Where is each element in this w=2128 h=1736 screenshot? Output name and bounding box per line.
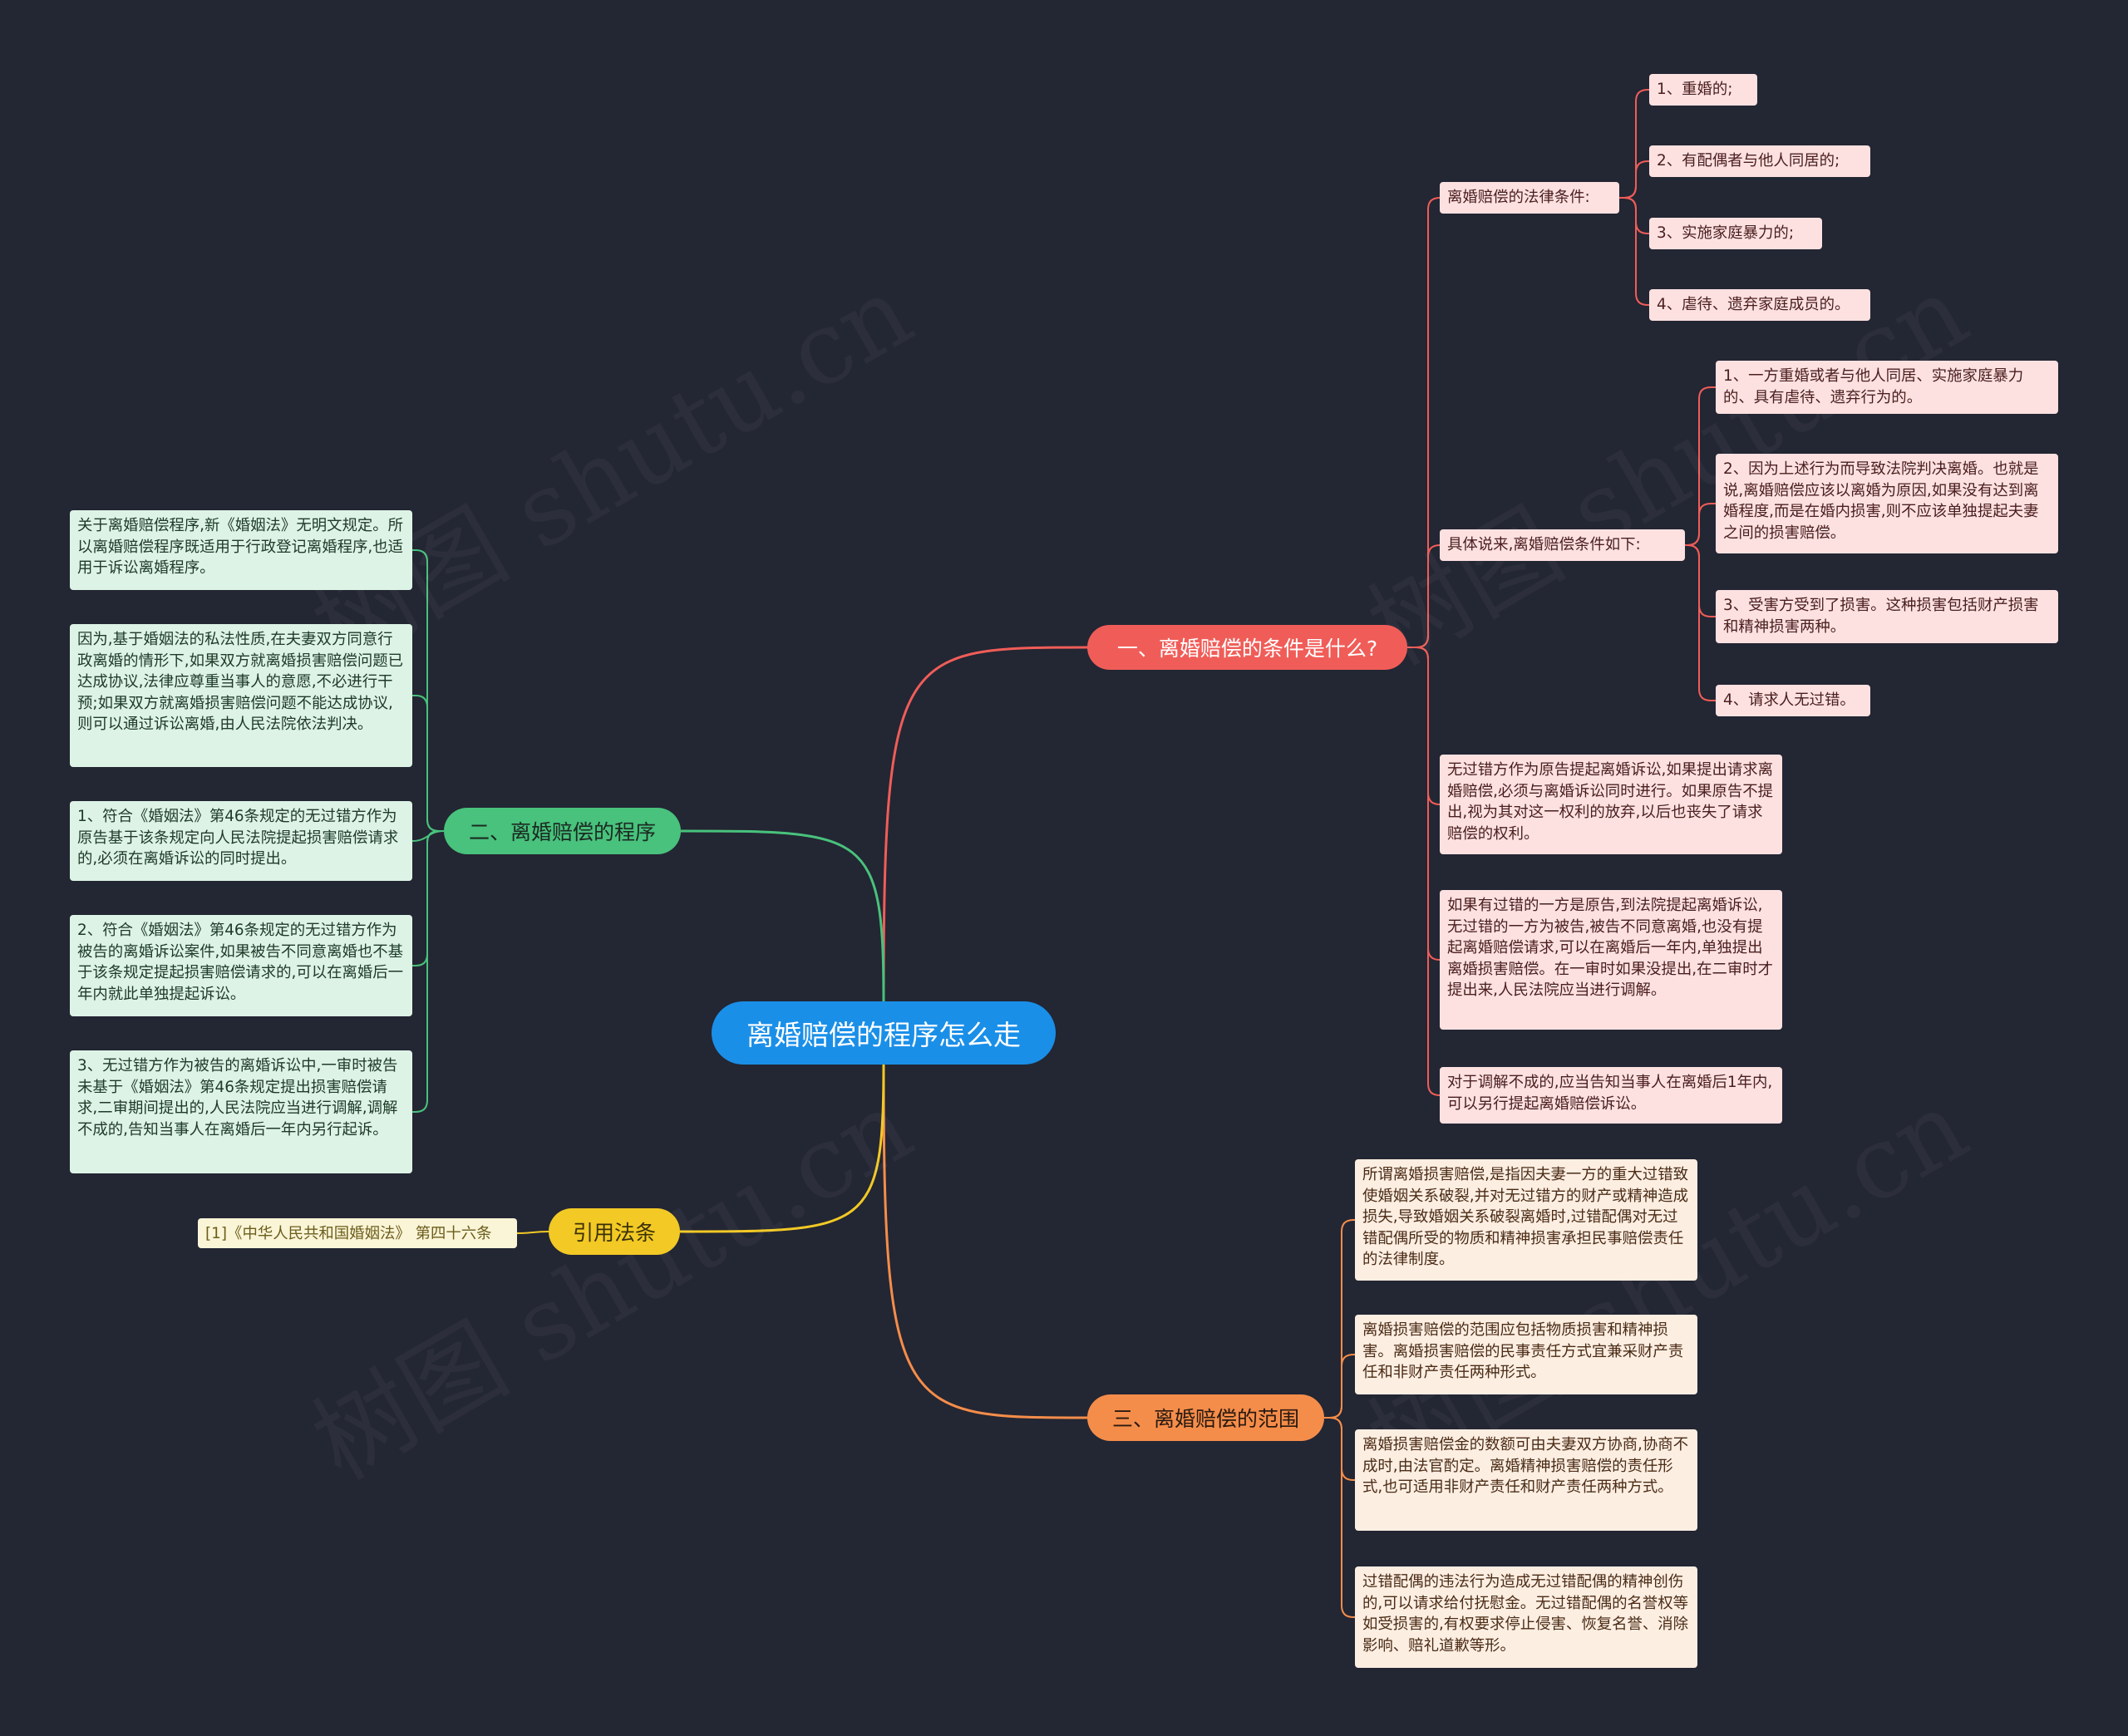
connector (1685, 503, 1716, 546)
connector (882, 646, 1088, 1002)
connector (882, 1064, 1088, 1419)
connector (679, 1064, 885, 1233)
legal-condition-item[interactable]: 2、有配偶者与他人同居的; (1649, 145, 1870, 177)
connector (412, 830, 444, 1113)
connector (1324, 1219, 1355, 1419)
legal-conditions-node[interactable]: 离婚赔偿的法律条件: (1440, 182, 1619, 214)
connector (1685, 386, 1716, 546)
connector (1407, 197, 1441, 648)
specific-condition-item[interactable]: 4、请求人无过错。 (1716, 685, 1870, 716)
connector (516, 1231, 549, 1234)
procedure-detail[interactable]: 1、符合《婚姻法》第46条规定的无过错方作为原告基于该条规定向人民法院提起损害赔… (70, 801, 412, 881)
procedure-note[interactable]: 无过错方作为原告提起离婚诉讼,如果提出请求离婚赔偿,必须与离婚诉讼同时进行。如果… (1440, 755, 1782, 854)
legal-condition-item[interactable]: 1、重婚的; (1649, 74, 1757, 106)
procedure-detail[interactable]: 因为,基于婚姻法的私法性质,在夫妻双方同意行政离婚的情形下,如果双方就离婚损害赔… (70, 624, 412, 767)
specific-condition-item[interactable]: 1、一方重婚或者与他人同居、实施家庭暴力的、具有虐待、遗弃行为的。 (1716, 361, 2058, 414)
connector (680, 829, 885, 1002)
connector (1619, 160, 1649, 199)
procedure-note[interactable]: 对于调解不成的,应当告知当事人在离婚后1年内,可以另行提起离婚赔偿诉讼。 (1440, 1067, 1782, 1124)
scope-detail[interactable]: 过错配偶的违法行为造成无过错配偶的精神创伤的,可以请求给付抚慰金。无过错配偶的名… (1355, 1566, 1697, 1668)
specific-condition-item[interactable]: 3、受害方受到了损害。这种损害包括财产损害和精神损害两种。 (1716, 590, 2058, 643)
specific-condition-item[interactable]: 2、因为上述行为而导致法院判决离婚。也就是说,离婚赔偿应该以离婚为原因,如果没有… (1716, 454, 2058, 553)
connector (1619, 89, 1649, 199)
connector (1407, 647, 1441, 805)
branch-procedure[interactable]: 二、离婚赔偿的程序 (444, 808, 681, 854)
legal-condition-item[interactable]: 4、虐待、遗弃家庭成员的。 (1649, 289, 1870, 321)
connector (1407, 544, 1441, 648)
procedure-detail[interactable]: 关于离婚赔偿程序,新《婚姻法》无明文规定。所以离婚赔偿程序既适用于行政登记离婚程… (70, 510, 412, 590)
procedure-detail[interactable]: 2、符合《婚姻法》第46条规定的无过错方作为被告的离婚诉讼案件,如果被告不同意离… (70, 915, 412, 1016)
connector (1324, 1417, 1355, 1618)
connector (412, 695, 444, 832)
connector (1685, 544, 1716, 701)
branch-cited-law[interactable]: 引用法条 (549, 1208, 680, 1255)
branch-scope[interactable]: 三、离婚赔偿的范围 (1087, 1394, 1324, 1441)
connector (1619, 197, 1649, 306)
cited-law-item[interactable]: [1]《中华人民共和国婚姻法》 第四十六条 (198, 1218, 517, 1248)
procedure-detail[interactable]: 3、无过错方作为被告的离婚诉讼中,一审时被告未基于《婚姻法》第46条规定提出损害… (70, 1050, 412, 1173)
scope-detail[interactable]: 离婚损害赔偿的范围应包括物质损害和精神损害。离婚损害赔偿的民事责任方式宜兼采财产… (1355, 1315, 1697, 1394)
root-topic[interactable]: 离婚赔偿的程序怎么走 (712, 1001, 1056, 1065)
procedure-note[interactable]: 如果有过错的一方是原告,到法院提起离婚诉讼,无过错的一方为被告,被告不同意离婚,… (1440, 890, 1782, 1030)
scope-detail[interactable]: 离婚损害赔偿金的数额可由夫妻双方协商,协商不成时,由法官酌定。离婚精神损害赔偿的… (1355, 1429, 1697, 1531)
scope-detail[interactable]: 所谓离婚损害赔偿,是指因夫妻一方的重大过错致使婚姻关系破裂,并对无过错方的财产或… (1355, 1159, 1697, 1281)
connector (1324, 1417, 1355, 1481)
connector (1324, 1354, 1355, 1419)
connector (1407, 647, 1441, 1096)
specific-conditions-node[interactable]: 具体说来,离婚赔偿条件如下: (1440, 529, 1685, 561)
connector (1685, 544, 1716, 617)
branch-conditions[interactable]: 一、离婚赔偿的条件是什么? (1087, 625, 1407, 670)
legal-condition-item[interactable]: 3、实施家庭暴力的; (1649, 218, 1822, 249)
